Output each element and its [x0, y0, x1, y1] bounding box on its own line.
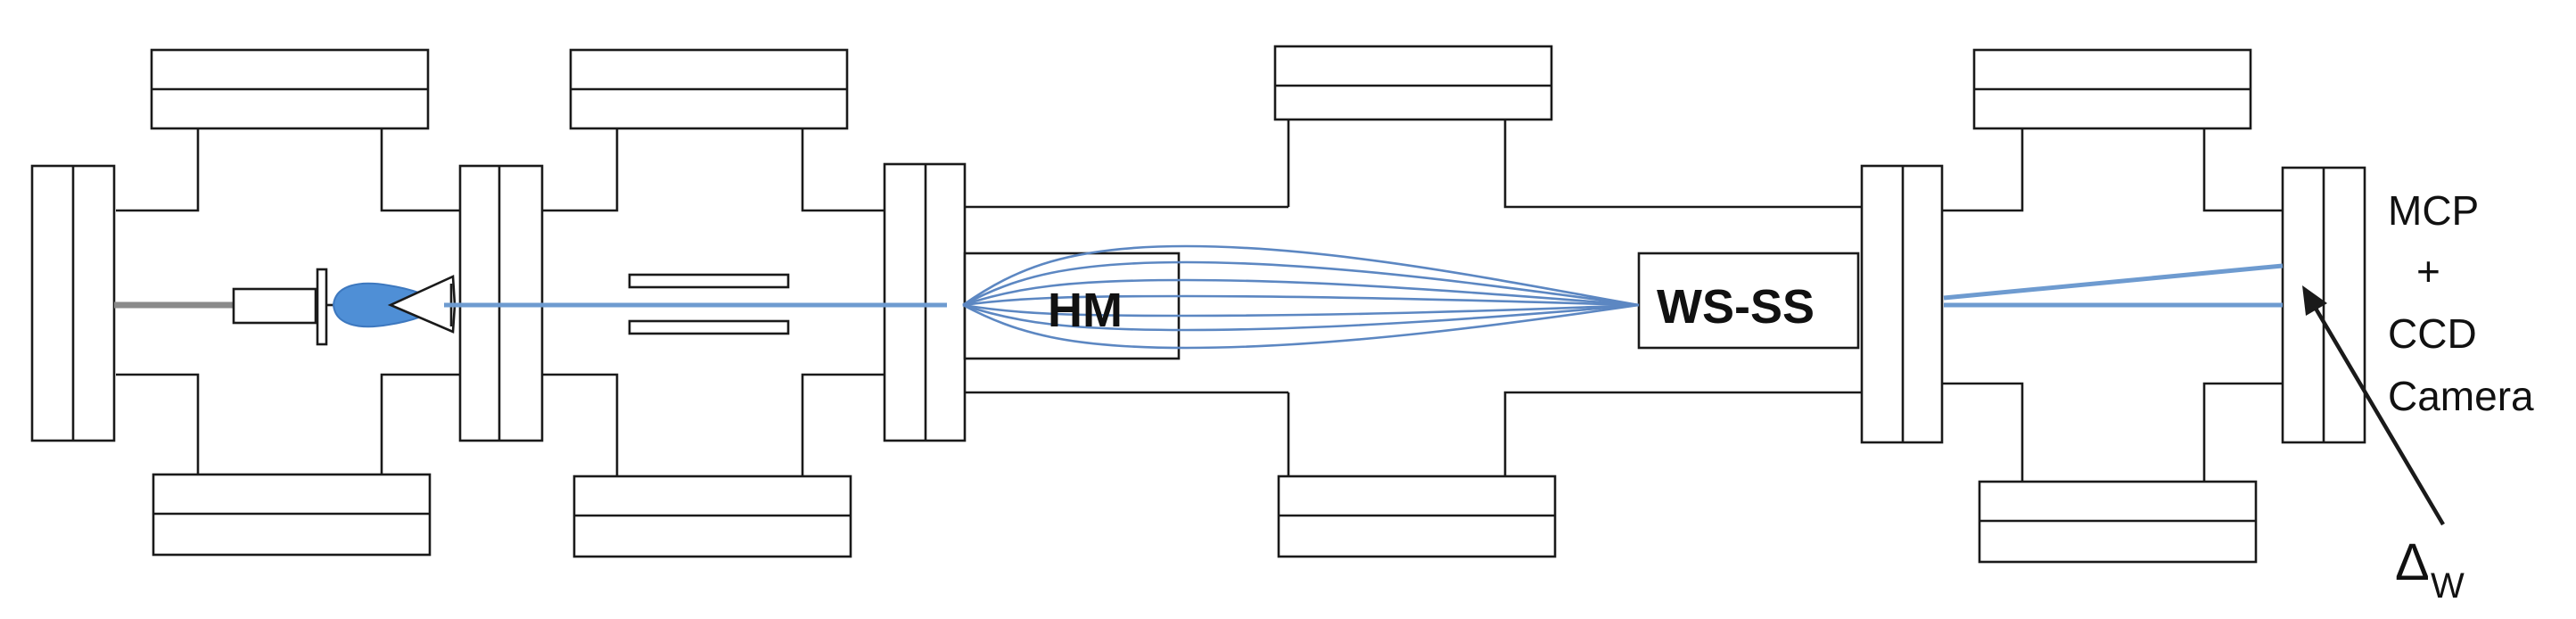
delta-w-annotation: Δ W	[2302, 285, 2465, 606]
deflector-plate-bottom	[628, 319, 790, 335]
beam-focus-rays	[962, 244, 1640, 350]
chamber-3-top-flange	[1273, 45, 1553, 121]
delta-subscript: W	[2431, 566, 2465, 606]
detector-label-line-1: MCP	[2388, 187, 2479, 234]
beam-line-deflected	[1943, 263, 2284, 301]
beam-path	[444, 244, 2284, 350]
ws-ss-box	[1637, 252, 1860, 350]
detector-label-line-4: Camera	[2388, 373, 2534, 419]
delta-symbol: Δ	[2395, 533, 2430, 591]
delta-w-arrow-line	[2313, 305, 2445, 526]
ion-source	[114, 268, 457, 346]
skimmer-cone	[387, 275, 457, 334]
source-plate	[316, 268, 328, 346]
chamber-3	[883, 45, 1944, 558]
hm-label: HM	[1048, 284, 1123, 337]
ws-ss-label: WS-SS	[1657, 280, 1815, 334]
detector-label: MCP + CCD Camera	[2388, 187, 2534, 419]
delta-w-arrowhead	[2302, 285, 2327, 316]
chamber-4	[1942, 48, 2366, 564]
detector-label-line-2: +	[2416, 248, 2440, 294]
deflector-plate-top	[628, 273, 790, 289]
source-body	[232, 287, 317, 325]
chamber-1	[30, 48, 459, 557]
detector-label-line-3: CCD	[2388, 310, 2477, 357]
